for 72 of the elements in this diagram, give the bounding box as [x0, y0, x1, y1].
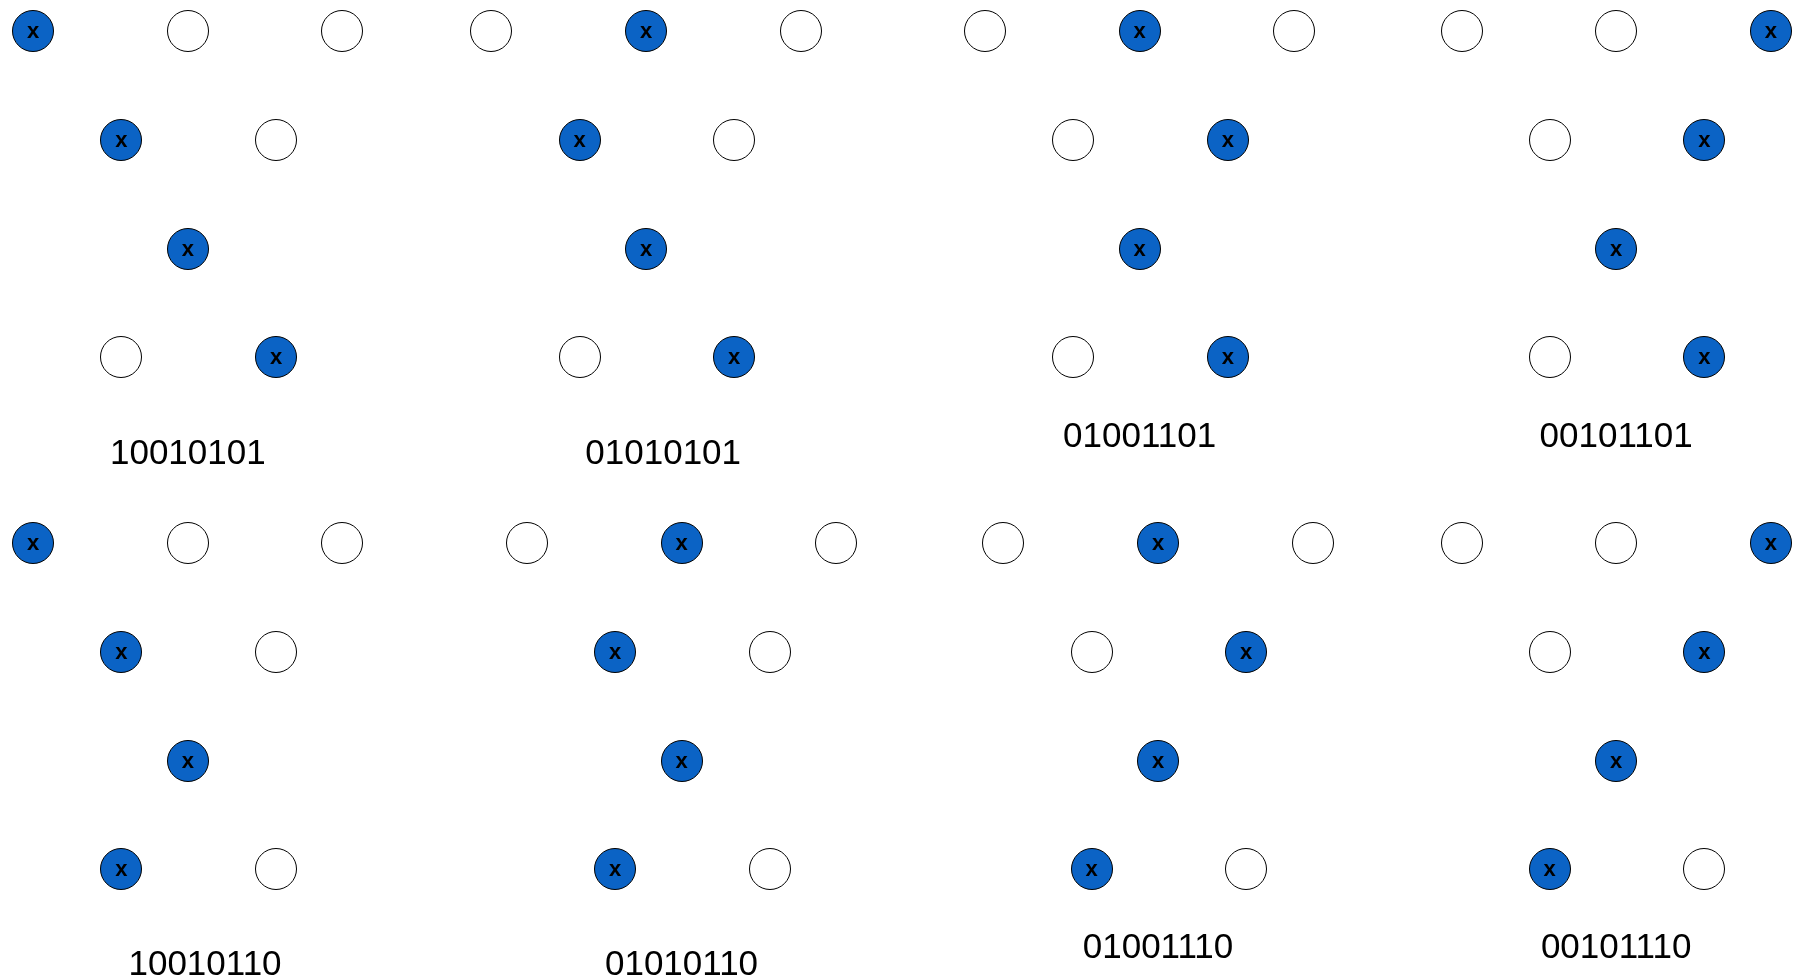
- binary-code-label: 01010101: [585, 432, 742, 473]
- marked-circle: x: [594, 630, 637, 673]
- marked-circle: x: [100, 118, 143, 161]
- binary-code-label: 01010110: [604, 943, 759, 980]
- binary-code-label: 00101110: [1540, 926, 1692, 967]
- marked-circle: x: [1683, 336, 1726, 379]
- empty-circle: [321, 521, 364, 564]
- marked-circle: x: [1206, 336, 1249, 379]
- marked-circle: x: [1225, 630, 1268, 673]
- marked-circle: x: [1683, 118, 1726, 161]
- empty-circle: [982, 521, 1025, 564]
- marked-circle: x: [713, 336, 756, 379]
- binary-code-label: 00101101: [1539, 415, 1693, 456]
- empty-circle: [815, 521, 858, 564]
- empty-circle: [1683, 848, 1726, 891]
- marked-circle: x: [1137, 739, 1179, 782]
- empty-circle: [255, 630, 298, 673]
- empty-circle: [1440, 9, 1483, 52]
- marked-circle: x: [1070, 848, 1113, 891]
- empty-circle: [1528, 336, 1571, 379]
- empty-circle: [1052, 118, 1095, 161]
- marked-circle: x: [12, 9, 55, 52]
- empty-circle: [100, 336, 143, 379]
- empty-circle: [255, 848, 298, 891]
- empty-circle: [713, 118, 756, 161]
- empty-circle: [1528, 118, 1571, 161]
- marked-circle: x: [1683, 630, 1726, 673]
- empty-circle: [964, 9, 1007, 52]
- binary-code-label: 10010101: [110, 432, 266, 473]
- marked-circle: x: [660, 739, 703, 782]
- empty-circle: [1225, 848, 1268, 891]
- empty-circle: [1440, 521, 1483, 564]
- marked-circle: x: [625, 9, 667, 52]
- marked-circle: x: [1118, 227, 1161, 270]
- marked-circle: x: [1206, 118, 1249, 161]
- empty-circle: [1291, 521, 1334, 564]
- marked-circle: x: [166, 739, 209, 782]
- marked-circle: x: [255, 336, 298, 379]
- marked-circle: x: [100, 848, 143, 891]
- binary-code-label: 10010110: [128, 943, 282, 980]
- empty-circle: [321, 9, 364, 52]
- empty-circle: [1528, 630, 1571, 673]
- marked-circle: x: [1749, 9, 1792, 52]
- binary-code-label: 01001101: [1063, 415, 1217, 456]
- empty-circle: [1595, 521, 1638, 564]
- empty-circle: [505, 521, 548, 564]
- empty-circle: [255, 118, 298, 161]
- empty-circle: [166, 521, 209, 564]
- marked-circle: x: [625, 227, 667, 270]
- empty-circle: [1595, 9, 1638, 52]
- empty-circle: [1070, 630, 1113, 673]
- marked-circle: x: [660, 521, 703, 564]
- marked-circle: x: [1595, 227, 1638, 270]
- empty-circle: [470, 9, 513, 52]
- marked-circle: x: [100, 630, 143, 673]
- marked-circle: x: [1749, 521, 1792, 564]
- marked-circle: x: [1137, 521, 1179, 564]
- empty-circle: [1052, 336, 1095, 379]
- binary-code-label: 01001110: [1082, 926, 1234, 967]
- empty-circle: [779, 9, 822, 52]
- empty-circle: [558, 336, 601, 379]
- empty-circle: [1273, 9, 1316, 52]
- marked-circle: x: [558, 118, 601, 161]
- marked-circle: x: [1118, 9, 1161, 52]
- marked-circle: x: [166, 227, 209, 270]
- marked-circle: x: [1528, 848, 1571, 891]
- empty-circle: [748, 630, 791, 673]
- marked-circle: x: [594, 848, 637, 891]
- empty-circle: [748, 848, 791, 891]
- empty-circle: [166, 9, 209, 52]
- marked-circle: x: [1595, 739, 1638, 782]
- marked-circle: x: [12, 521, 55, 564]
